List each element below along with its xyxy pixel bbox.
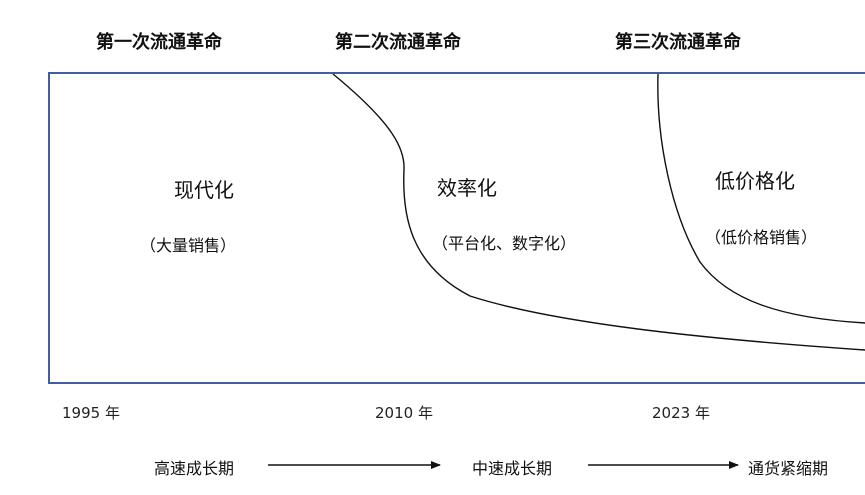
revolution-title-2: 第二次流通革命 (335, 32, 461, 53)
era-label-modernization: 现代化 (174, 178, 234, 202)
era-sublabel-low-price-sales: （低价格销售） (705, 228, 818, 247)
era-sublabel-mass-sales: （大量销售） (140, 236, 237, 255)
timeline-frame (48, 72, 865, 384)
era-label-low-price: 低价格化 (715, 169, 795, 193)
era-boundary-curve-1 (332, 73, 865, 351)
revolution-title-1: 第一次流通革命 (96, 32, 222, 53)
era-sublabel-platform-digital: （平台化、数字化） (432, 234, 577, 253)
revolution-title-3: 第三次流通革命 (615, 32, 741, 53)
phase-label-medium-growth: 中速成长期 (472, 459, 553, 478)
phase-label-high-growth: 高速成长期 (154, 459, 235, 478)
era-label-efficiency: 效率化 (437, 176, 497, 200)
phase-label-deflation: 通货紧缩期 (748, 459, 829, 478)
era-boundary-curve-2 (657, 73, 865, 324)
year-label-2023: 2023 年 (652, 404, 710, 422)
year-label-2010: 2010 年 (375, 404, 433, 422)
year-label-1995: 1995 年 (62, 404, 120, 422)
